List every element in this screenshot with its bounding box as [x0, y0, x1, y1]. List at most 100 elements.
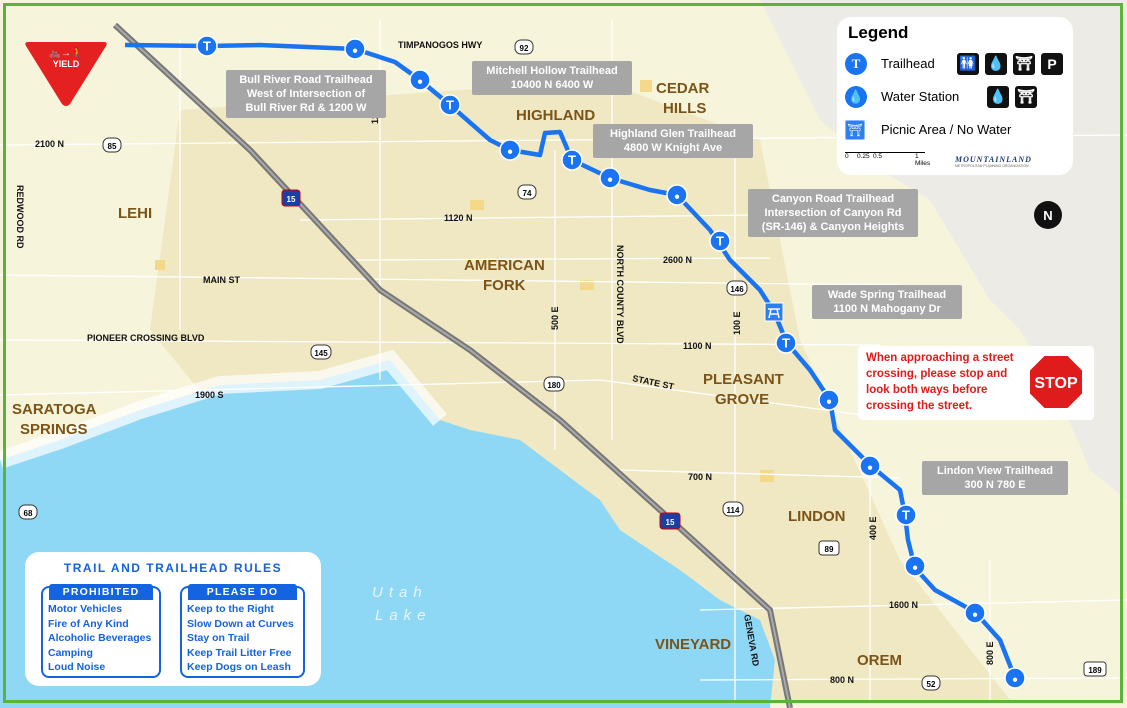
svg-text:PLEASANT: PLEASANT	[703, 371, 784, 388]
svg-text:SPRINGS: SPRINGS	[20, 421, 88, 438]
svg-text:AMERICAN: AMERICAN	[464, 257, 545, 274]
svg-text:GROVE: GROVE	[715, 391, 769, 408]
rule-item: Camping	[48, 646, 93, 659]
svg-text:T: T	[782, 336, 790, 351]
svg-text:N: N	[1043, 208, 1052, 223]
svg-text:●: ●	[607, 175, 613, 186]
water-station-marker[interactable]: ●	[409, 69, 431, 91]
svg-text:114: 114	[727, 506, 740, 515]
svg-text:68: 68	[24, 509, 33, 518]
legend-picnic-label: Picnic Area / No Water	[881, 122, 1012, 137]
water-icon: 💧	[985, 52, 1007, 75]
svg-text:145: 145	[314, 349, 328, 358]
trail-route[interactable]	[124, 42, 1018, 679]
svg-text:92: 92	[520, 44, 529, 53]
rule-item: Slow Down at Curves	[187, 617, 294, 630]
legend-trailhead-label: Trailhead	[881, 56, 935, 71]
svg-text:189: 189	[1088, 666, 1102, 675]
trailhead-address: Bull River Rd & 1200 W	[245, 102, 367, 114]
stop-message: When approaching a street crossing, plea…	[866, 352, 1014, 412]
svg-text:●: ●	[912, 563, 918, 574]
water-station-marker[interactable]: ●	[818, 389, 840, 411]
please-do-title: PLEASE DO	[188, 584, 297, 600]
stop-notice: When approaching a street crossing, plea…	[858, 346, 1094, 420]
highway-shields: 92 85 15 74 146 145 180 114 15 89 52 189…	[18, 39, 1107, 691]
water-icon: 💧	[987, 85, 1009, 108]
rule-item: Alcoholic Beverages	[48, 632, 152, 644]
svg-text:LEHI: LEHI	[118, 205, 152, 222]
svg-text:T: T	[446, 98, 454, 113]
water-station-marker[interactable]: ●	[499, 139, 521, 161]
trailhead-callout-lindon-view[interactable]: Lindon View Trailhead 300 N 780 E	[922, 461, 1068, 495]
trailhead-marker[interactable]: T	[439, 94, 461, 116]
trailhead-marker[interactable]: T	[709, 230, 731, 252]
prohibited-title: PROHIBITED	[49, 584, 153, 600]
svg-text:●: ●	[972, 610, 978, 621]
svg-text:500 E: 500 E	[550, 306, 560, 330]
water-station-marker[interactable]: ●	[344, 38, 366, 60]
trailhead-address: 1100 N Mahogany Dr	[833, 303, 941, 315]
svg-text:T: T	[568, 153, 576, 168]
svg-text:MAIN ST: MAIN ST	[203, 275, 241, 285]
svg-text:100 E: 100 E	[732, 311, 742, 335]
north-arrow: N	[1034, 201, 1062, 229]
svg-text:YIELD: YIELD	[53, 59, 80, 69]
trailhead-name: Canyon Road Trailhead	[771, 193, 895, 205]
svg-text:CEDAR: CEDAR	[656, 80, 710, 97]
svg-text:89: 89	[825, 545, 834, 554]
svg-text:146: 146	[730, 285, 744, 294]
svg-text:85: 85	[108, 142, 117, 151]
trailhead-name: Lindon View Trailhead	[937, 465, 1053, 477]
trailhead-marker[interactable]: T	[895, 504, 917, 526]
parking-icon: P	[1041, 52, 1063, 75]
trailhead-name: Wade Spring Trailhead	[827, 289, 947, 301]
picnic-area-marker[interactable]	[764, 302, 784, 322]
svg-text:1600 N: 1600 N	[889, 600, 918, 610]
water-station-marker[interactable]: ●	[1004, 667, 1026, 689]
trailhead-address: West of Intersection of	[246, 88, 366, 100]
svg-text:●: ●	[417, 77, 423, 88]
water-station-marker[interactable]: ●	[666, 184, 688, 206]
svg-text:15: 15	[287, 195, 296, 204]
legend-water-label: Water Station	[881, 89, 960, 104]
trailhead-marker[interactable]: T	[196, 35, 218, 57]
trailhead-name: Highland Glen Trailhead	[610, 128, 736, 140]
svg-text:TIMPANOGOS HWY: TIMPANOGOS HWY	[398, 40, 482, 50]
trailhead-address: 10400 N 6400 W	[510, 79, 594, 91]
water-station-marker[interactable]: ●	[859, 455, 881, 477]
trailhead-marker[interactable]: T	[561, 149, 583, 171]
svg-text:NORTH COUNTY BLVD: NORTH COUNTY BLVD	[615, 245, 625, 344]
svg-text:180: 180	[547, 381, 561, 390]
water-station-marker[interactable]: ●	[964, 602, 986, 624]
restroom-icon: 🚻	[957, 52, 979, 75]
trailhead-address: 300 N 780 E	[964, 479, 1026, 491]
svg-text:LINDON: LINDON	[788, 508, 846, 525]
trailhead-icon: T	[845, 52, 867, 75]
svg-text:●: ●	[826, 397, 832, 408]
svg-text:VINEYARD: VINEYARD	[655, 636, 731, 653]
trailhead-callout-wade-spring[interactable]: Wade Spring Trailhead 1100 N Mahogany Dr	[812, 285, 962, 319]
svg-text:74: 74	[523, 189, 532, 198]
water-station-marker[interactable]: ●	[599, 167, 621, 189]
svg-text:Utah: Utah	[372, 584, 428, 601]
water-station-icon: 💧	[845, 85, 867, 108]
water-station-marker[interactable]: ●	[904, 555, 926, 577]
svg-text:T: T	[716, 234, 724, 249]
svg-text:700 N: 700 N	[688, 472, 712, 482]
svg-text:400 E: 400 E	[868, 516, 878, 540]
svg-text:HILLS: HILLS	[663, 100, 706, 117]
trailhead-marker[interactable]: T	[775, 332, 797, 354]
rule-item: Motor Vehicles	[48, 603, 123, 615]
legend-title: Legend	[848, 23, 909, 42]
svg-text:800 N: 800 N	[830, 675, 854, 685]
